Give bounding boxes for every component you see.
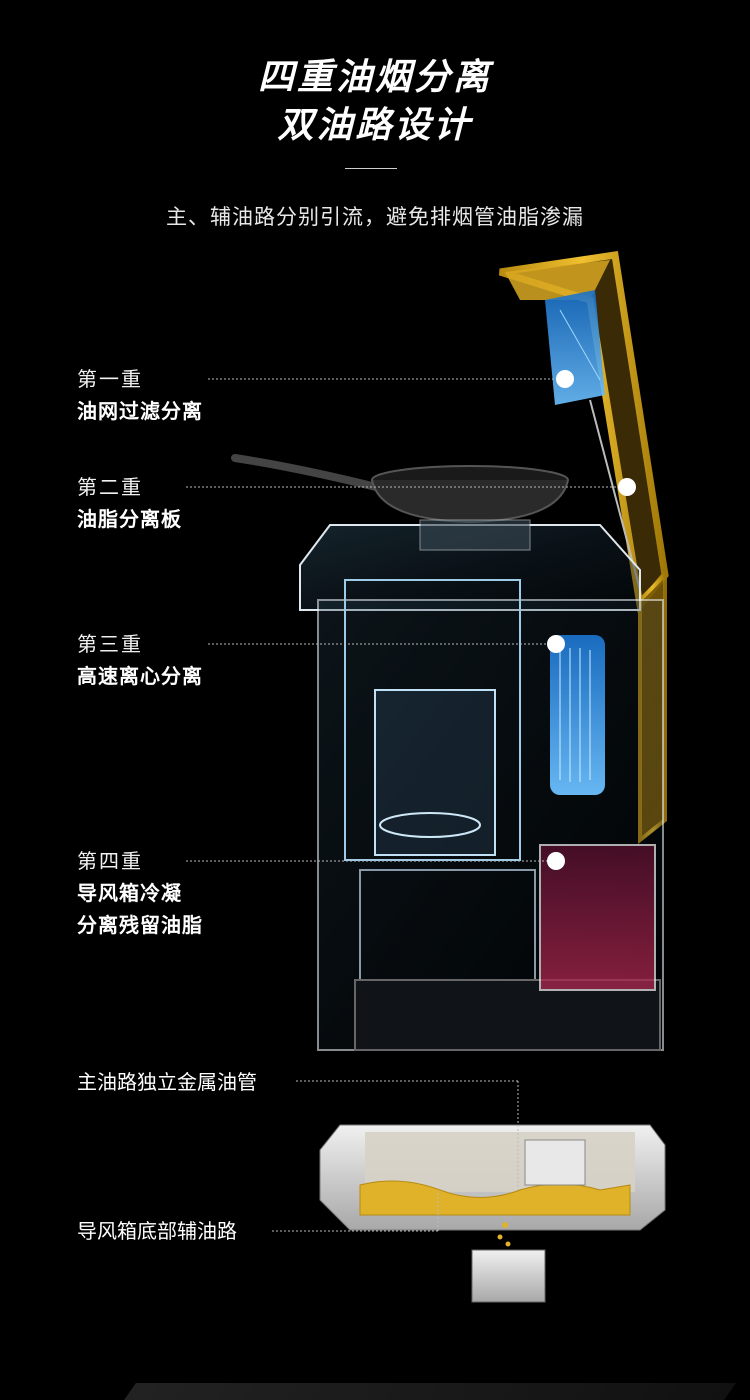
aux-oil-path-label: 导风箱底部辅油路: [77, 1219, 237, 1243]
stage1-label: 第一重 油网过滤分离: [77, 363, 203, 427]
subtitle: 主、辅油路分别引流，避免排烟管油脂渗漏: [166, 205, 584, 229]
stage2-label: 第二重 油脂分离板: [77, 471, 182, 535]
stage-markers: [186, 370, 636, 870]
headline-line1: 四重油烟分离: [257, 57, 492, 98]
stage4-dot: [547, 852, 565, 870]
stage3-number: 第三重: [77, 632, 143, 656]
stage2-number: 第二重: [77, 475, 143, 499]
bottom-decoration: [124, 1383, 736, 1400]
stage4-desc-line2: 分离残留油脂: [77, 913, 203, 937]
stage3-desc: 高速离心分离: [77, 664, 203, 688]
stage3-label: 第三重 高速离心分离: [77, 628, 203, 692]
stage1-desc: 油网过滤分离: [77, 399, 203, 423]
stage1-number: 第一重: [77, 367, 143, 391]
stage2-desc: 油脂分离板: [77, 507, 182, 531]
stage2-dot: [618, 478, 636, 496]
stage4-number: 第四重: [77, 849, 143, 873]
headline-line2: 双油路设计: [277, 105, 473, 146]
main-oil-path-label: 主油路独立金属油管: [77, 1070, 257, 1094]
stage3-dot: [547, 635, 565, 653]
stage4-label: 第四重 导风箱冷凝 分离残留油脂: [77, 845, 203, 941]
oil-mesh-filter: [545, 290, 605, 405]
air-guide-box: [539, 844, 656, 991]
centrifugal-fan: [550, 635, 605, 795]
oil-tray-illustration: [272, 1080, 666, 1303]
stage4-desc-line1: 导风箱冷凝: [77, 881, 182, 905]
stage1-dot: [556, 370, 574, 388]
title-divider: [345, 168, 397, 169]
